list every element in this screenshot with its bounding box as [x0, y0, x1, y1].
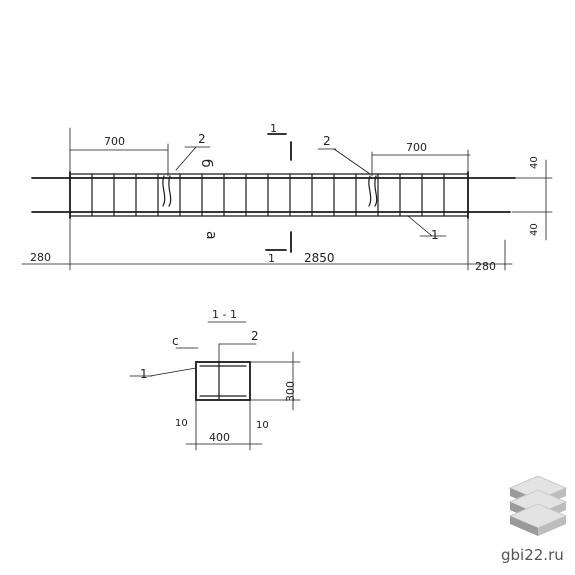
section-1-1: 1 - 1 с 2 1 300 400 10 10: [129, 308, 301, 451]
beam-elevation: [31, 171, 516, 219]
lifting-loop-left-b: [168, 175, 172, 207]
letter-b: б: [198, 159, 214, 168]
lifting-loop-right-b: [374, 175, 378, 207]
cut-top-label: 1: [270, 122, 277, 135]
leader-pos1: 1: [407, 215, 447, 242]
letter-c: с: [172, 334, 179, 348]
pos2-left-label: 2: [198, 132, 206, 146]
right-cover-label: 10: [256, 420, 269, 431]
dim-right-700: 700: [371, 141, 471, 177]
letter-a: а: [203, 231, 219, 240]
right-end-label: 280: [475, 260, 496, 273]
dim-right-vertical: 40 40: [511, 156, 553, 241]
section-cut: 1 1: [265, 122, 292, 265]
lifting-loop-left: [162, 175, 166, 207]
section-outline: [195, 361, 251, 401]
leader-pos2-left: 2: [175, 132, 211, 171]
stirrup-group: [91, 173, 445, 217]
total-length-label: 2850: [304, 251, 335, 265]
left-end-label: 280: [30, 251, 51, 264]
lifting-loop-right: [368, 175, 372, 207]
section-pos2-label: 2: [251, 329, 259, 343]
pos2-right-label: 2: [323, 134, 331, 148]
dim-left-700-label: 700: [104, 135, 125, 148]
left-cover-label: 10: [175, 418, 188, 429]
top-offset-label: 40: [529, 156, 540, 169]
pos1-label: 1: [431, 228, 439, 242]
leader-pos2-right: 2: [317, 134, 371, 175]
dim-right-700-label: 700: [406, 141, 427, 154]
cut-bottom-label: 1: [268, 252, 275, 265]
bottom-offset-label: 40: [529, 223, 540, 236]
watermark-text: gbi22.ru: [501, 546, 564, 564]
section-height-label: 300: [284, 381, 297, 402]
dim-left-700: 700: [69, 127, 169, 179]
dim-bottom: 280 2850 280: [21, 217, 513, 273]
section-width-label: 400: [209, 431, 230, 444]
stacked-slabs-icon: [508, 475, 568, 536]
section-title: 1 - 1: [212, 308, 237, 321]
section-pos1-label: 1: [140, 367, 148, 381]
